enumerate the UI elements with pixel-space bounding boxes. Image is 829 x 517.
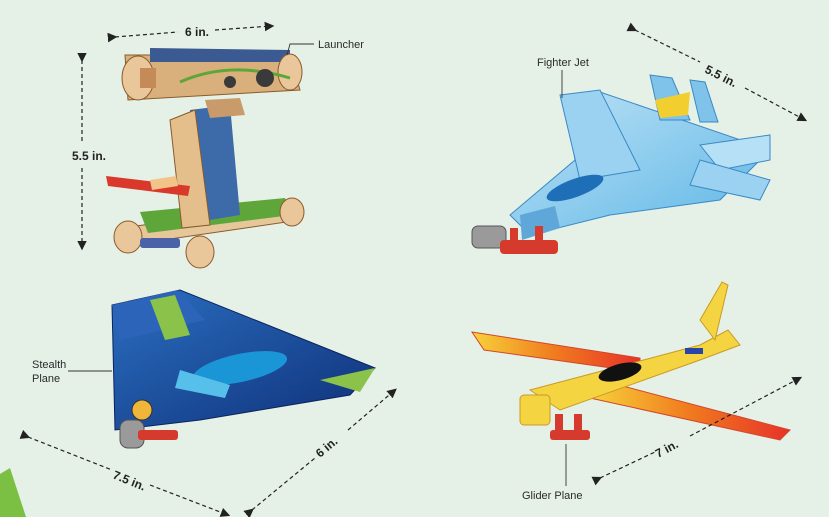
stealth-width-dimension: 7.5 in. [111,468,148,494]
glider-plane-label: Glider Plane [522,490,583,502]
glider-span-dimension: 7 in. [653,437,681,461]
launcher-height-dimension: 5.5 in. [72,149,106,163]
fighter-jet-illustration [471,74,771,254]
stealth-depth-dimension: 6 in. [313,434,340,460]
fighter-jet-label: Fighter Jet [537,57,589,69]
stealth-plane-illustration [111,289,376,449]
launcher-illustration [106,48,305,269]
launcher-width-dimension: 6 in. [185,25,209,39]
stealth-plane-label-line2: Plane [32,373,60,385]
stealth-plane-label-line1: Stealth [32,359,66,371]
green-corner-accent [0,468,26,517]
fighter-jet-length-dimension: 5.5 in. [703,62,740,90]
glider-plane-illustration [470,281,791,441]
launcher-label: Launcher [318,39,364,51]
